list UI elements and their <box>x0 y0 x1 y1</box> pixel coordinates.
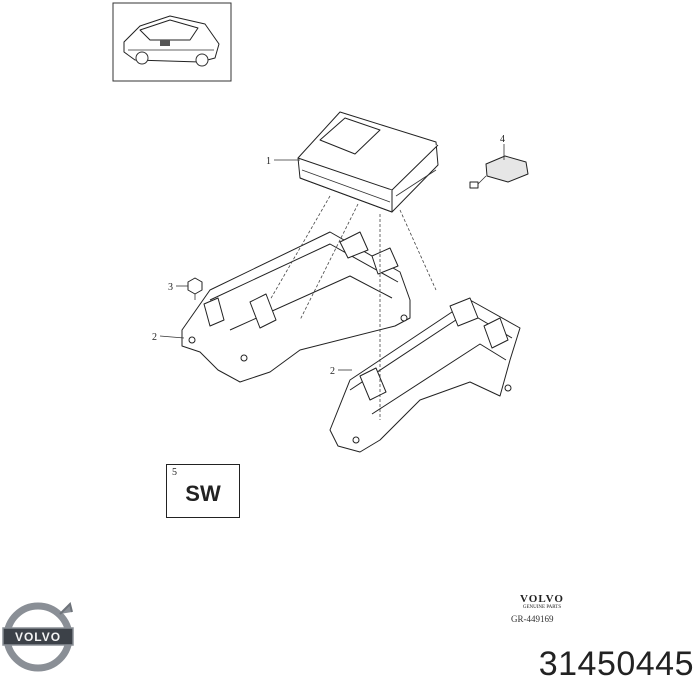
sensor-part <box>469 155 529 189</box>
software-box: 5 SW <box>166 464 240 518</box>
callout-4: 4 <box>500 134 505 145</box>
volvo-parts-subtitle: GENUINE PARTS <box>522 605 562 610</box>
callout-2-lower: 2 <box>330 366 335 377</box>
volvo-logo: VOLVO <box>2 602 74 672</box>
volvo-logo-text: VOLVO <box>15 630 61 644</box>
bracket-upper-part <box>181 231 411 383</box>
callout-1: 1 <box>266 156 271 167</box>
callout-2-upper: 2 <box>152 332 157 343</box>
volvo-parts-logo: VOLVO <box>520 593 564 605</box>
software-label: SW <box>185 481 221 506</box>
callout-5: 5 <box>172 467 177 478</box>
part-number: 31450445 <box>538 645 694 683</box>
vehicle-thumbnail <box>112 2 232 82</box>
bracket-lower-part <box>329 297 521 453</box>
control-module-part <box>297 111 439 213</box>
diagram-reference: GR-449169 <box>511 614 554 624</box>
callout-3: 3 <box>168 282 173 293</box>
nut-part <box>187 277 203 300</box>
volvo-genuine-parts-mark: VOLVO GENUINE PARTS <box>509 594 575 611</box>
